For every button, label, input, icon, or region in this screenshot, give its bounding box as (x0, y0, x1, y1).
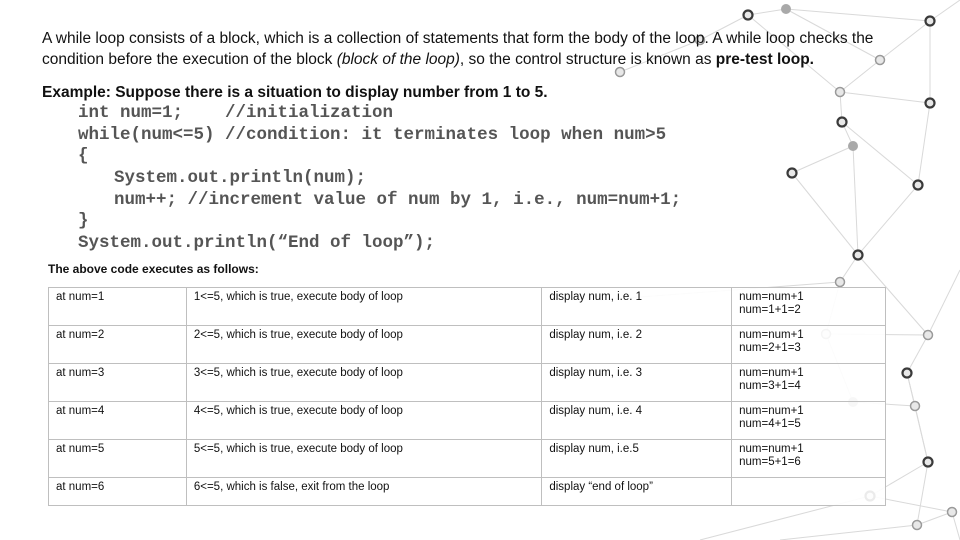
table-cell: display “end of loop” (541, 477, 733, 506)
network-node (911, 519, 923, 531)
paragraph-text: A while loop consists of a block, which … (42, 30, 874, 68)
network-node (922, 329, 934, 341)
table-cell: 4<=5, which is true, execute body of loo… (185, 401, 543, 440)
network-line (852, 145, 859, 256)
paragraph-text-2: , so the control structure is known as (459, 51, 716, 68)
network-node (852, 249, 864, 261)
network-node (909, 400, 921, 412)
network-line (841, 121, 919, 186)
example-heading: Example: Suppose there is a situation to… (42, 84, 548, 101)
network-node (924, 97, 936, 109)
network-node (924, 15, 936, 27)
table-cell: display num, i.e.5 (541, 439, 733, 478)
network-line (857, 254, 929, 336)
network-node (848, 141, 858, 151)
network-line (917, 102, 931, 186)
network-line (916, 461, 929, 526)
network-node (912, 179, 924, 191)
network-node (742, 9, 754, 21)
network-line (619, 39, 701, 73)
network-node (901, 367, 913, 379)
table-cell: 3<=5, which is true, execute body of loo… (185, 363, 543, 402)
code-line: while(num<=5) //condition: it terminates… (78, 124, 667, 145)
network-node (614, 66, 626, 78)
table-cell: at num=6 (48, 477, 187, 506)
network-node (946, 506, 958, 518)
network-node (922, 456, 934, 468)
network-line (839, 59, 881, 93)
network-node (874, 54, 886, 66)
network-line (879, 20, 931, 61)
code-line: int num=1; //initialization (78, 103, 394, 123)
table-cell: at num=5 (48, 439, 187, 478)
network-line (839, 91, 931, 104)
network-line (699, 14, 749, 41)
code-line: } (78, 211, 89, 232)
table-cell: display num, i.e. 2 (541, 325, 733, 364)
table-cell: at num=4 (48, 401, 187, 440)
network-node (786, 167, 798, 179)
paragraph-italic: (block of the loop) (336, 51, 460, 68)
table-cell (731, 477, 886, 506)
code-line: { (78, 146, 89, 167)
network-line (857, 184, 919, 256)
network-line (791, 145, 854, 174)
network-node (836, 116, 848, 128)
network-line (747, 8, 787, 16)
code-line: num++; //increment value of num by 1, i.… (114, 189, 682, 210)
table-cell: 2<=5, which is true, execute body of loo… (185, 325, 543, 364)
network-node (694, 34, 706, 46)
paragraph-bold-term: pre-test loop. (715, 51, 814, 68)
network-node (834, 276, 846, 288)
network-line (906, 334, 929, 374)
network-node (781, 4, 791, 14)
table-caption: The above code executes as follows: (48, 262, 259, 276)
network-line (927, 269, 960, 336)
table-cell: 1<=5, which is true, execute body of loo… (185, 287, 543, 326)
table-cell: 5<=5, which is true, execute body of loo… (185, 439, 543, 478)
network-line (929, 0, 960, 22)
table-cell: at num=3 (48, 363, 187, 402)
table-cell: 6<=5, which is false, exit from the loop (185, 477, 543, 506)
table-cell: display num, i.e. 1 (541, 287, 733, 326)
network-line (916, 511, 953, 526)
table-cell: at num=1 (48, 287, 187, 326)
network-line (747, 14, 841, 93)
code-line: System.out.println(“End of loop”); (78, 233, 436, 254)
network-node (834, 86, 846, 98)
network-line (779, 524, 918, 540)
network-line (906, 372, 929, 463)
code-line: System.out.println(num); (114, 168, 367, 189)
network-line (785, 8, 881, 61)
intro-paragraph: A while loop consists of a block, which … (42, 28, 922, 70)
network-line (791, 172, 859, 256)
table-cell: at num=2 (48, 325, 187, 364)
network-line (785, 8, 931, 22)
table-cell: display num, i.e. 3 (541, 363, 733, 402)
table-cell: display num, i.e. 4 (541, 401, 733, 440)
